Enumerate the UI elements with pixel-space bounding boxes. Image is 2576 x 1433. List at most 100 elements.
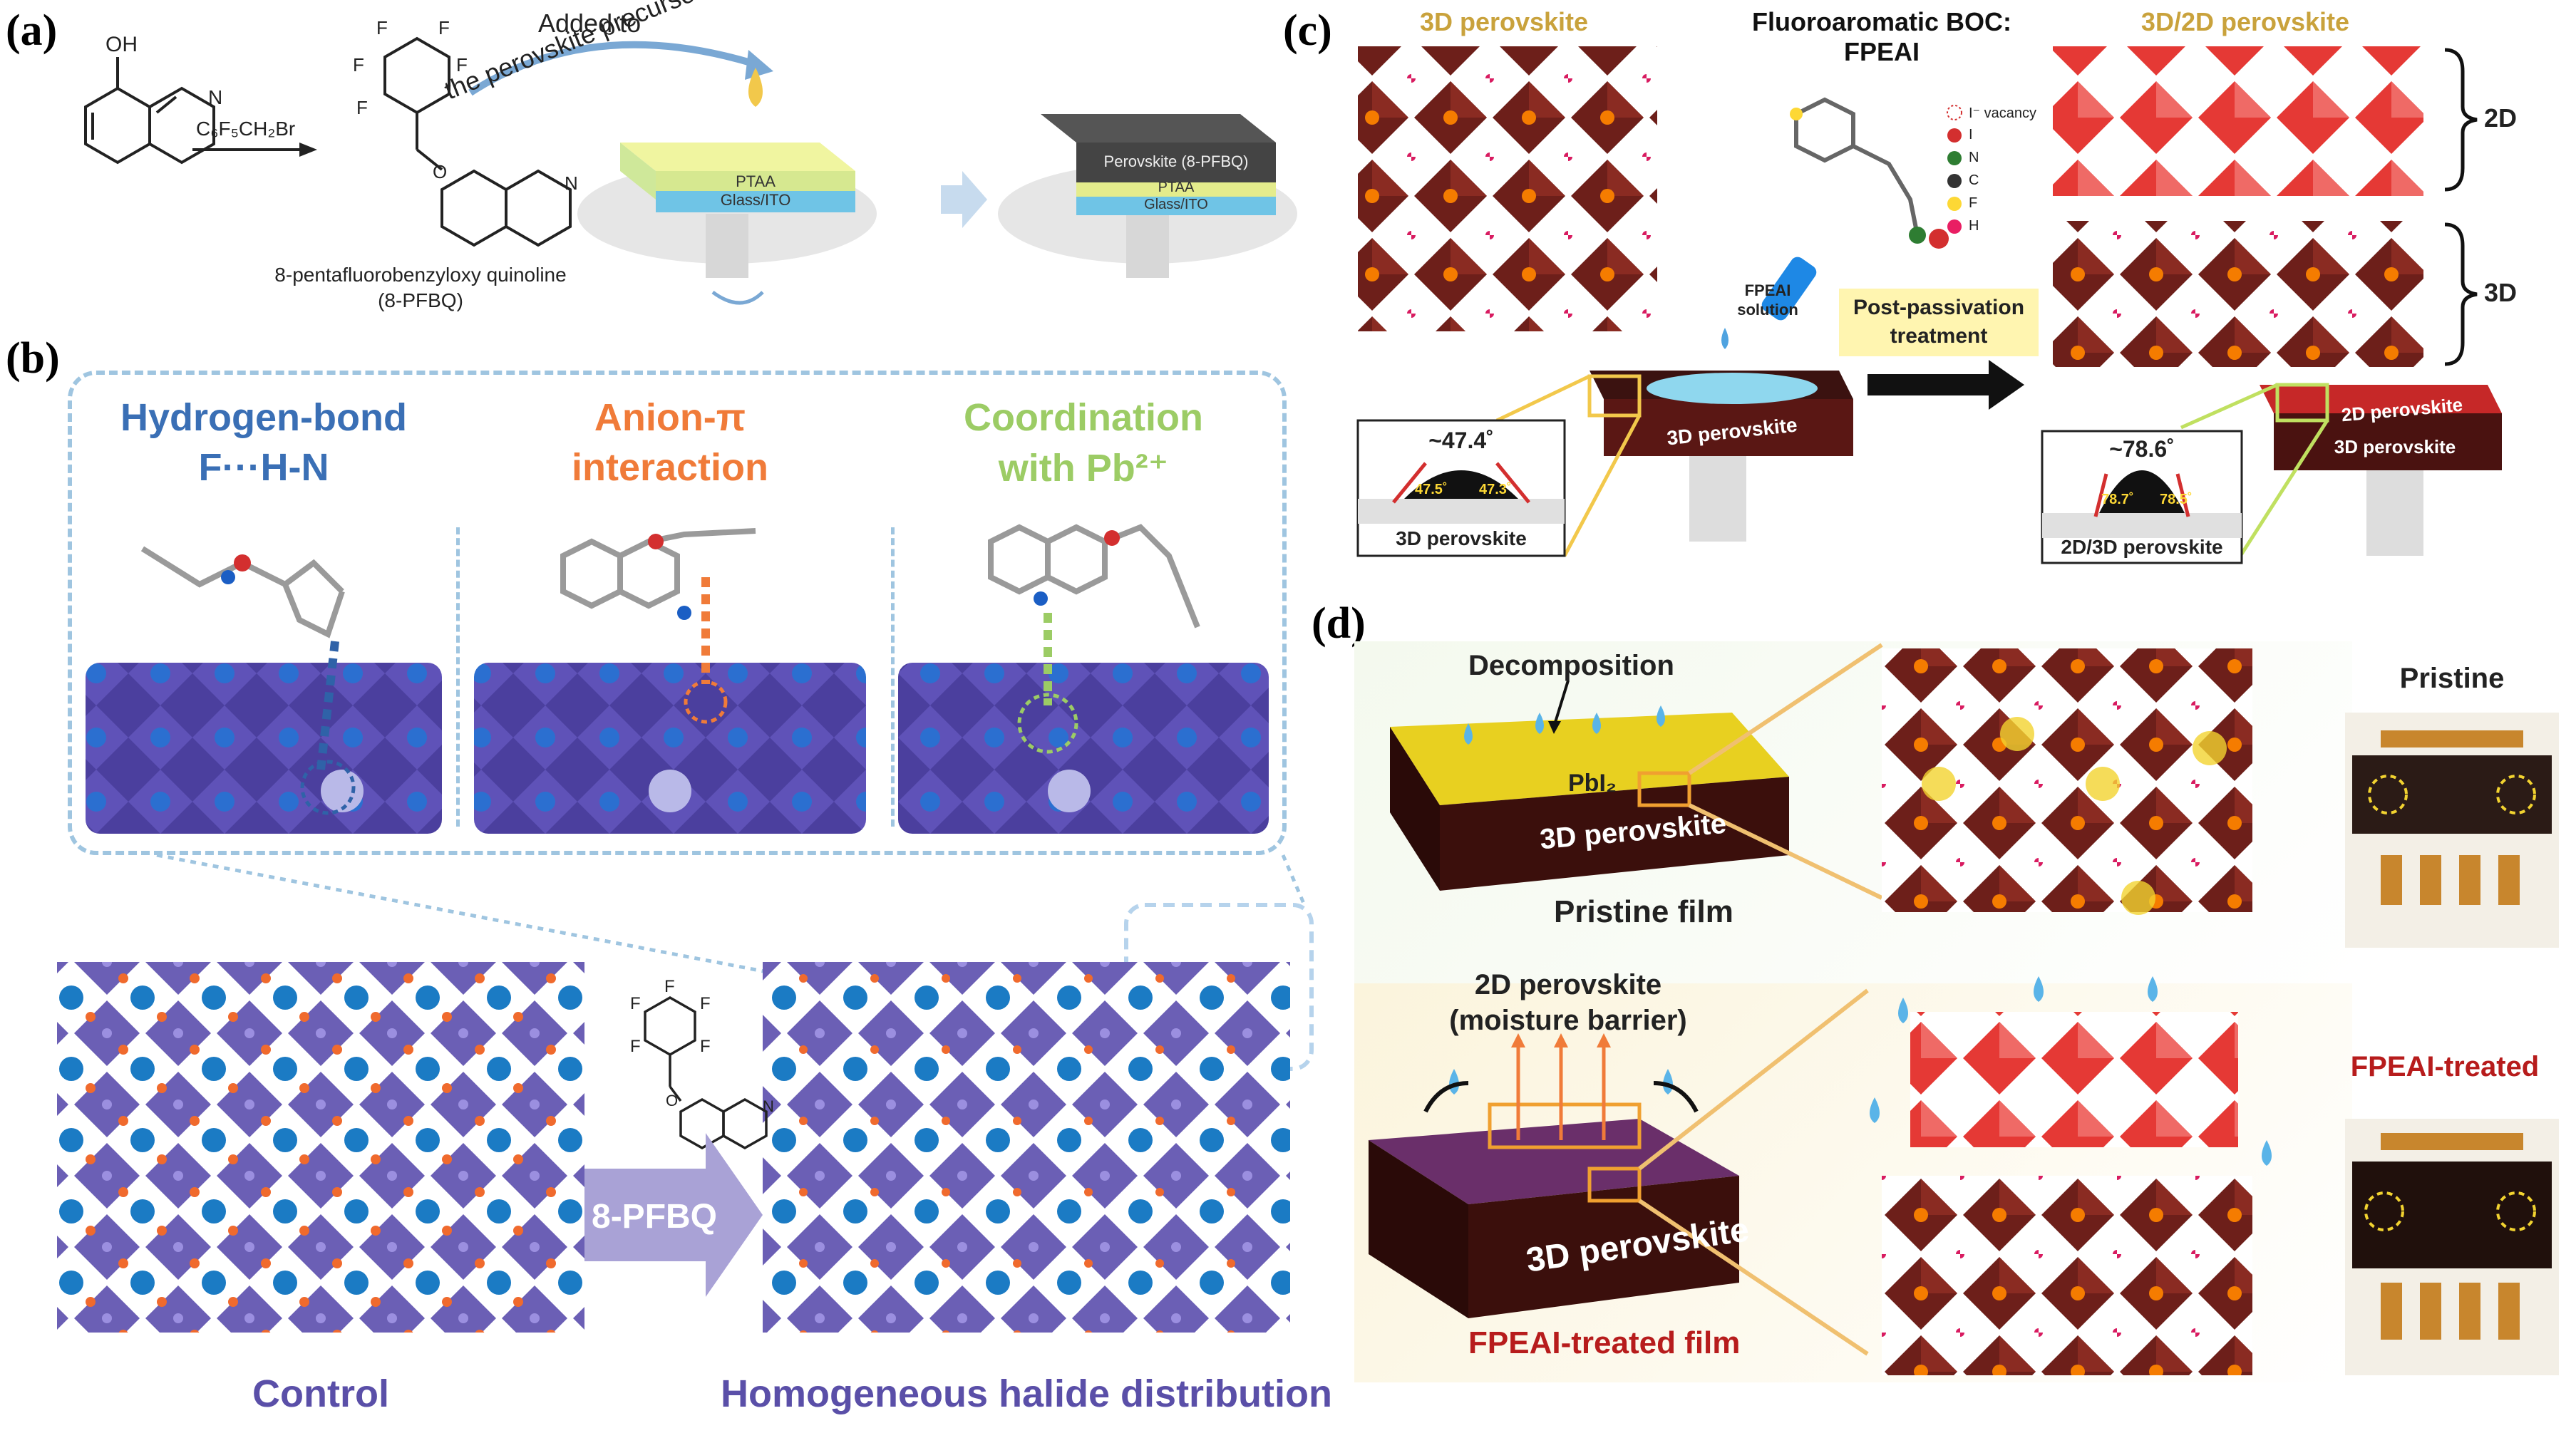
angle-before-right: 47.3˚: [1479, 482, 1512, 497]
coordination-title: Coordination: [964, 396, 1203, 439]
anion-pi-title: Anion-π: [594, 396, 746, 439]
film-after-bottom: 3D perovskite: [2334, 436, 2456, 457]
svg-text:F: F: [700, 1037, 711, 1056]
fpeai-solution-2: solution: [1737, 301, 1798, 319]
hbond-link: [316, 641, 339, 770]
perovskite-pfbq-label: Perovskite (8-PFBQ): [1103, 152, 1249, 170]
contact-angle-after: [2041, 430, 2243, 564]
svg-text:F: F: [630, 1037, 641, 1056]
treated-lattice-3d: [1882, 1176, 2252, 1375]
angle-after: ~78.6˚: [2109, 436, 2175, 462]
angle-before: ~47.4˚: [1428, 428, 1494, 453]
svg-text:F: F: [356, 97, 368, 118]
n-label-a: N: [208, 86, 222, 108]
reagent-label: C₆F₅CH₂Br: [196, 118, 295, 140]
title-3d2d-perovskite: 3D/2D perovskite: [2140, 7, 2350, 36]
pfbq-structure: [383, 36, 572, 247]
panel-d-tag: (d): [1312, 599, 1366, 648]
svg-text:F: F: [700, 994, 711, 1013]
slab-anion: [474, 663, 866, 834]
control-lattice: [57, 962, 584, 1333]
homogeneous-caption: Homogeneous halide distribution: [720, 1372, 1332, 1415]
pfbq-additive: [644, 995, 768, 1150]
treatment-label-1: Post-passivation: [1853, 296, 2025, 319]
legend-f: F: [1969, 195, 1978, 211]
svg-text:F: F: [456, 54, 468, 76]
compound-abbr: (8-PFBQ): [378, 289, 463, 311]
svg-text:O: O: [666, 1092, 678, 1109]
treated-lattice-2d: [1910, 1012, 2238, 1147]
barrier-label-2: (moisture barrier): [1449, 1005, 1687, 1036]
treatment-box: [1839, 289, 2039, 356]
photo-pristine-label: Pristine: [2399, 663, 2505, 694]
glass-ito-label-1: Glass/ITO: [720, 191, 791, 209]
legend-c: C: [1969, 172, 1979, 188]
barrier-box: [1488, 1102, 1642, 1149]
svg-text:N: N: [763, 1097, 774, 1115]
legend-i: I: [1969, 127, 1973, 143]
svg-text:F: F: [438, 17, 450, 38]
panel-a-tag: (a): [6, 6, 58, 55]
hbond-subtitle: F···H-N: [198, 446, 329, 489]
pfbq-arrow-label: 8-PFBQ: [592, 1198, 718, 1236]
treatment-arrow: [1867, 360, 2024, 410]
treatment-label-2: treatment: [1890, 324, 1988, 348]
ptaa-label-1: PTAA: [736, 172, 776, 190]
compound-name: 8-pentafluorobenzyloxy quinoline: [274, 264, 567, 286]
homogeneous-lattice: [763, 962, 1290, 1333]
divider-2: [891, 527, 895, 827]
interaction-box: [68, 371, 1287, 855]
pristine-film-caption: Pristine film: [1554, 894, 1733, 929]
svg-text:O: O: [433, 161, 447, 182]
added-to-arc: [468, 41, 757, 96]
ptaa-label-2: PTAA: [1158, 180, 1195, 195]
divider-1: [456, 527, 460, 827]
svg-text:F: F: [353, 54, 364, 76]
zoom-box-after: [2275, 383, 2329, 423]
svg-text:F: F: [630, 994, 641, 1013]
control-caption: Control: [252, 1372, 389, 1415]
molecule-hbond: [140, 546, 345, 638]
title-boc-2: FPEAI: [1843, 37, 1920, 66]
treated-film-caption: FPEAI-treated film: [1468, 1325, 1741, 1360]
barrier-label-1: 2D perovskite: [1474, 969, 1662, 1000]
glass-ito-label-2: Glass/ITO: [1144, 197, 1208, 212]
brace-2d: [2444, 48, 2478, 192]
hbond-title: Hydrogen-bond: [120, 396, 407, 439]
panel-c-tag: (c): [1283, 6, 1332, 55]
zoom-box-before: [1587, 374, 1642, 418]
title-boc-1: Fluoroaromatic BOC:: [1751, 7, 2012, 36]
contact-box-after-label: 2D/3D perovskite: [2061, 536, 2223, 558]
legend-h: H: [1969, 218, 1979, 234]
zoom-box-treated: [1587, 1166, 1642, 1203]
anion-pi-subtitle: interaction: [571, 446, 769, 489]
svg-text:N: N: [565, 172, 578, 194]
panel-b-tag: (b): [6, 334, 60, 383]
water-drops-top: [1464, 705, 1665, 745]
fpeai-solution-1: FPEAI: [1744, 281, 1791, 299]
legend-n: N: [1969, 150, 1979, 165]
legend-vacancy: I⁻ vacancy: [1969, 105, 2037, 121]
perov-3d-lattice: [1358, 46, 1657, 331]
svg-text:F: F: [376, 17, 388, 38]
coordination-subtitle: with Pb²⁺: [998, 447, 1169, 490]
perov-3d2d-2d: [2053, 46, 2423, 196]
zoom-box-pristine: [1637, 771, 1691, 807]
hydroxyquinoline-structure: [84, 57, 215, 165]
fpeai-molecule: [1794, 97, 1920, 236]
svg-text:Added to: Added to: [538, 9, 641, 38]
pbi2-label: PbI₂: [1568, 770, 1617, 797]
photo-treated-label: FPEAI-treated: [2350, 1051, 2540, 1082]
perov-3d2d-3d: [2053, 221, 2423, 367]
oh-label: OH: [105, 33, 138, 56]
pfbq-big-arrow: [584, 1133, 763, 1297]
angle-after-right: 78.5˚: [2160, 492, 2193, 507]
angle-before-left: 47.5˚: [1415, 482, 1448, 497]
angle-after-left: 78.7˚: [2101, 492, 2134, 507]
molecule-coord: [988, 524, 1200, 628]
brace-3d-label: 3D: [2484, 278, 2518, 307]
